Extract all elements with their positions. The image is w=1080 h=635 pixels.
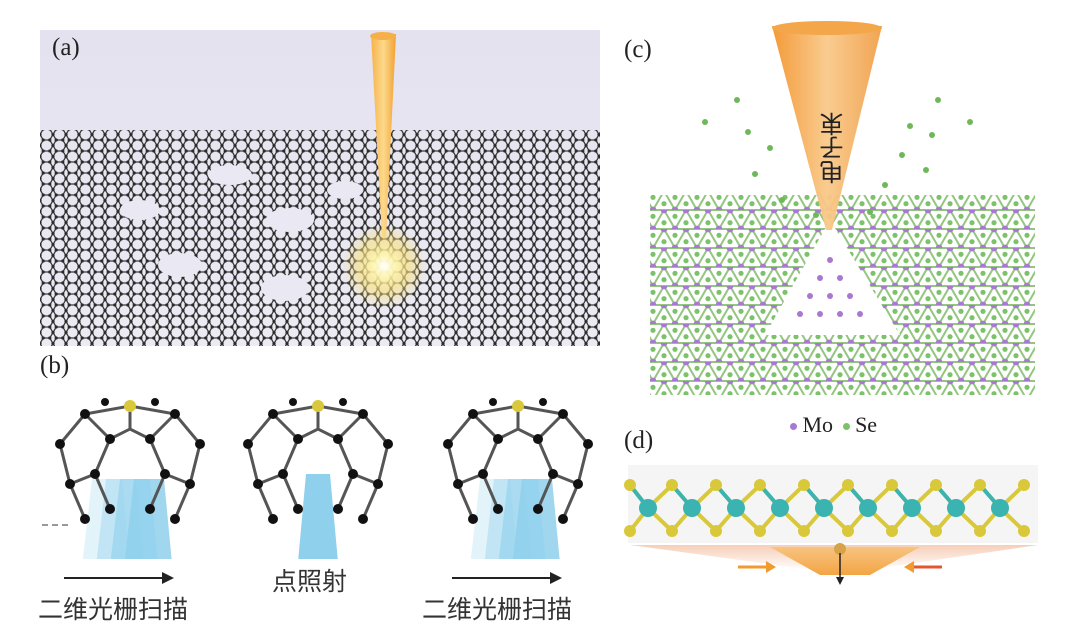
caption-raster-right: 二维光栅扫描 — [422, 595, 573, 624]
panel-b: (b) — [30, 352, 620, 632]
panel-b-label: (b) — [40, 352, 70, 379]
panel-d: (d) — [620, 425, 1040, 630]
caption-point: 点照射 — [272, 567, 348, 596]
molecule-point-center — [243, 398, 393, 559]
mo-legend-label: Mo — [802, 412, 834, 437]
mose2-electron-beam-illustration — [650, 21, 1035, 395]
caption-raster-left: 二维光栅扫描 — [38, 595, 189, 624]
beam-text: 电子束 — [820, 112, 848, 184]
scan-arrow-right — [452, 572, 562, 584]
se-legend-label: Se — [855, 412, 878, 437]
scan-arrow-left — [64, 572, 174, 584]
teal-atoms — [639, 499, 1009, 517]
beam-base — [770, 547, 920, 575]
molecule-raster-right — [443, 398, 593, 559]
vacancy-triangle — [765, 220, 900, 335]
panel-a: (a) — [40, 30, 600, 346]
sputtered-se-atoms — [702, 97, 973, 218]
electron-beam-cone — [772, 26, 882, 230]
right-orange-arrow — [904, 561, 942, 573]
panel-c: (c) 电子束 Mo Se — [620, 20, 1040, 440]
legend: Mo Se — [790, 412, 877, 438]
graphene-sheet-illustration — [40, 30, 600, 346]
panel-c-label: (c) — [624, 36, 652, 63]
lattice-holes — [120, 165, 363, 301]
beam-spot-glow — [342, 224, 426, 308]
dashed-mark — [42, 524, 68, 526]
electron-beam — [371, 34, 396, 238]
mo-legend-dot — [790, 423, 797, 431]
se-legend-dot — [842, 423, 850, 431]
panel-a-label: (a) — [52, 34, 80, 61]
graphene-lattice — [40, 130, 600, 346]
molecule-raster-left — [55, 398, 205, 559]
yellow-atoms — [624, 479, 1030, 537]
remaining-mo-atoms — [797, 257, 863, 317]
layer-cross-section — [624, 465, 1038, 585]
panel-d-label: (d) — [624, 427, 654, 454]
left-orange-arrow — [738, 561, 776, 573]
